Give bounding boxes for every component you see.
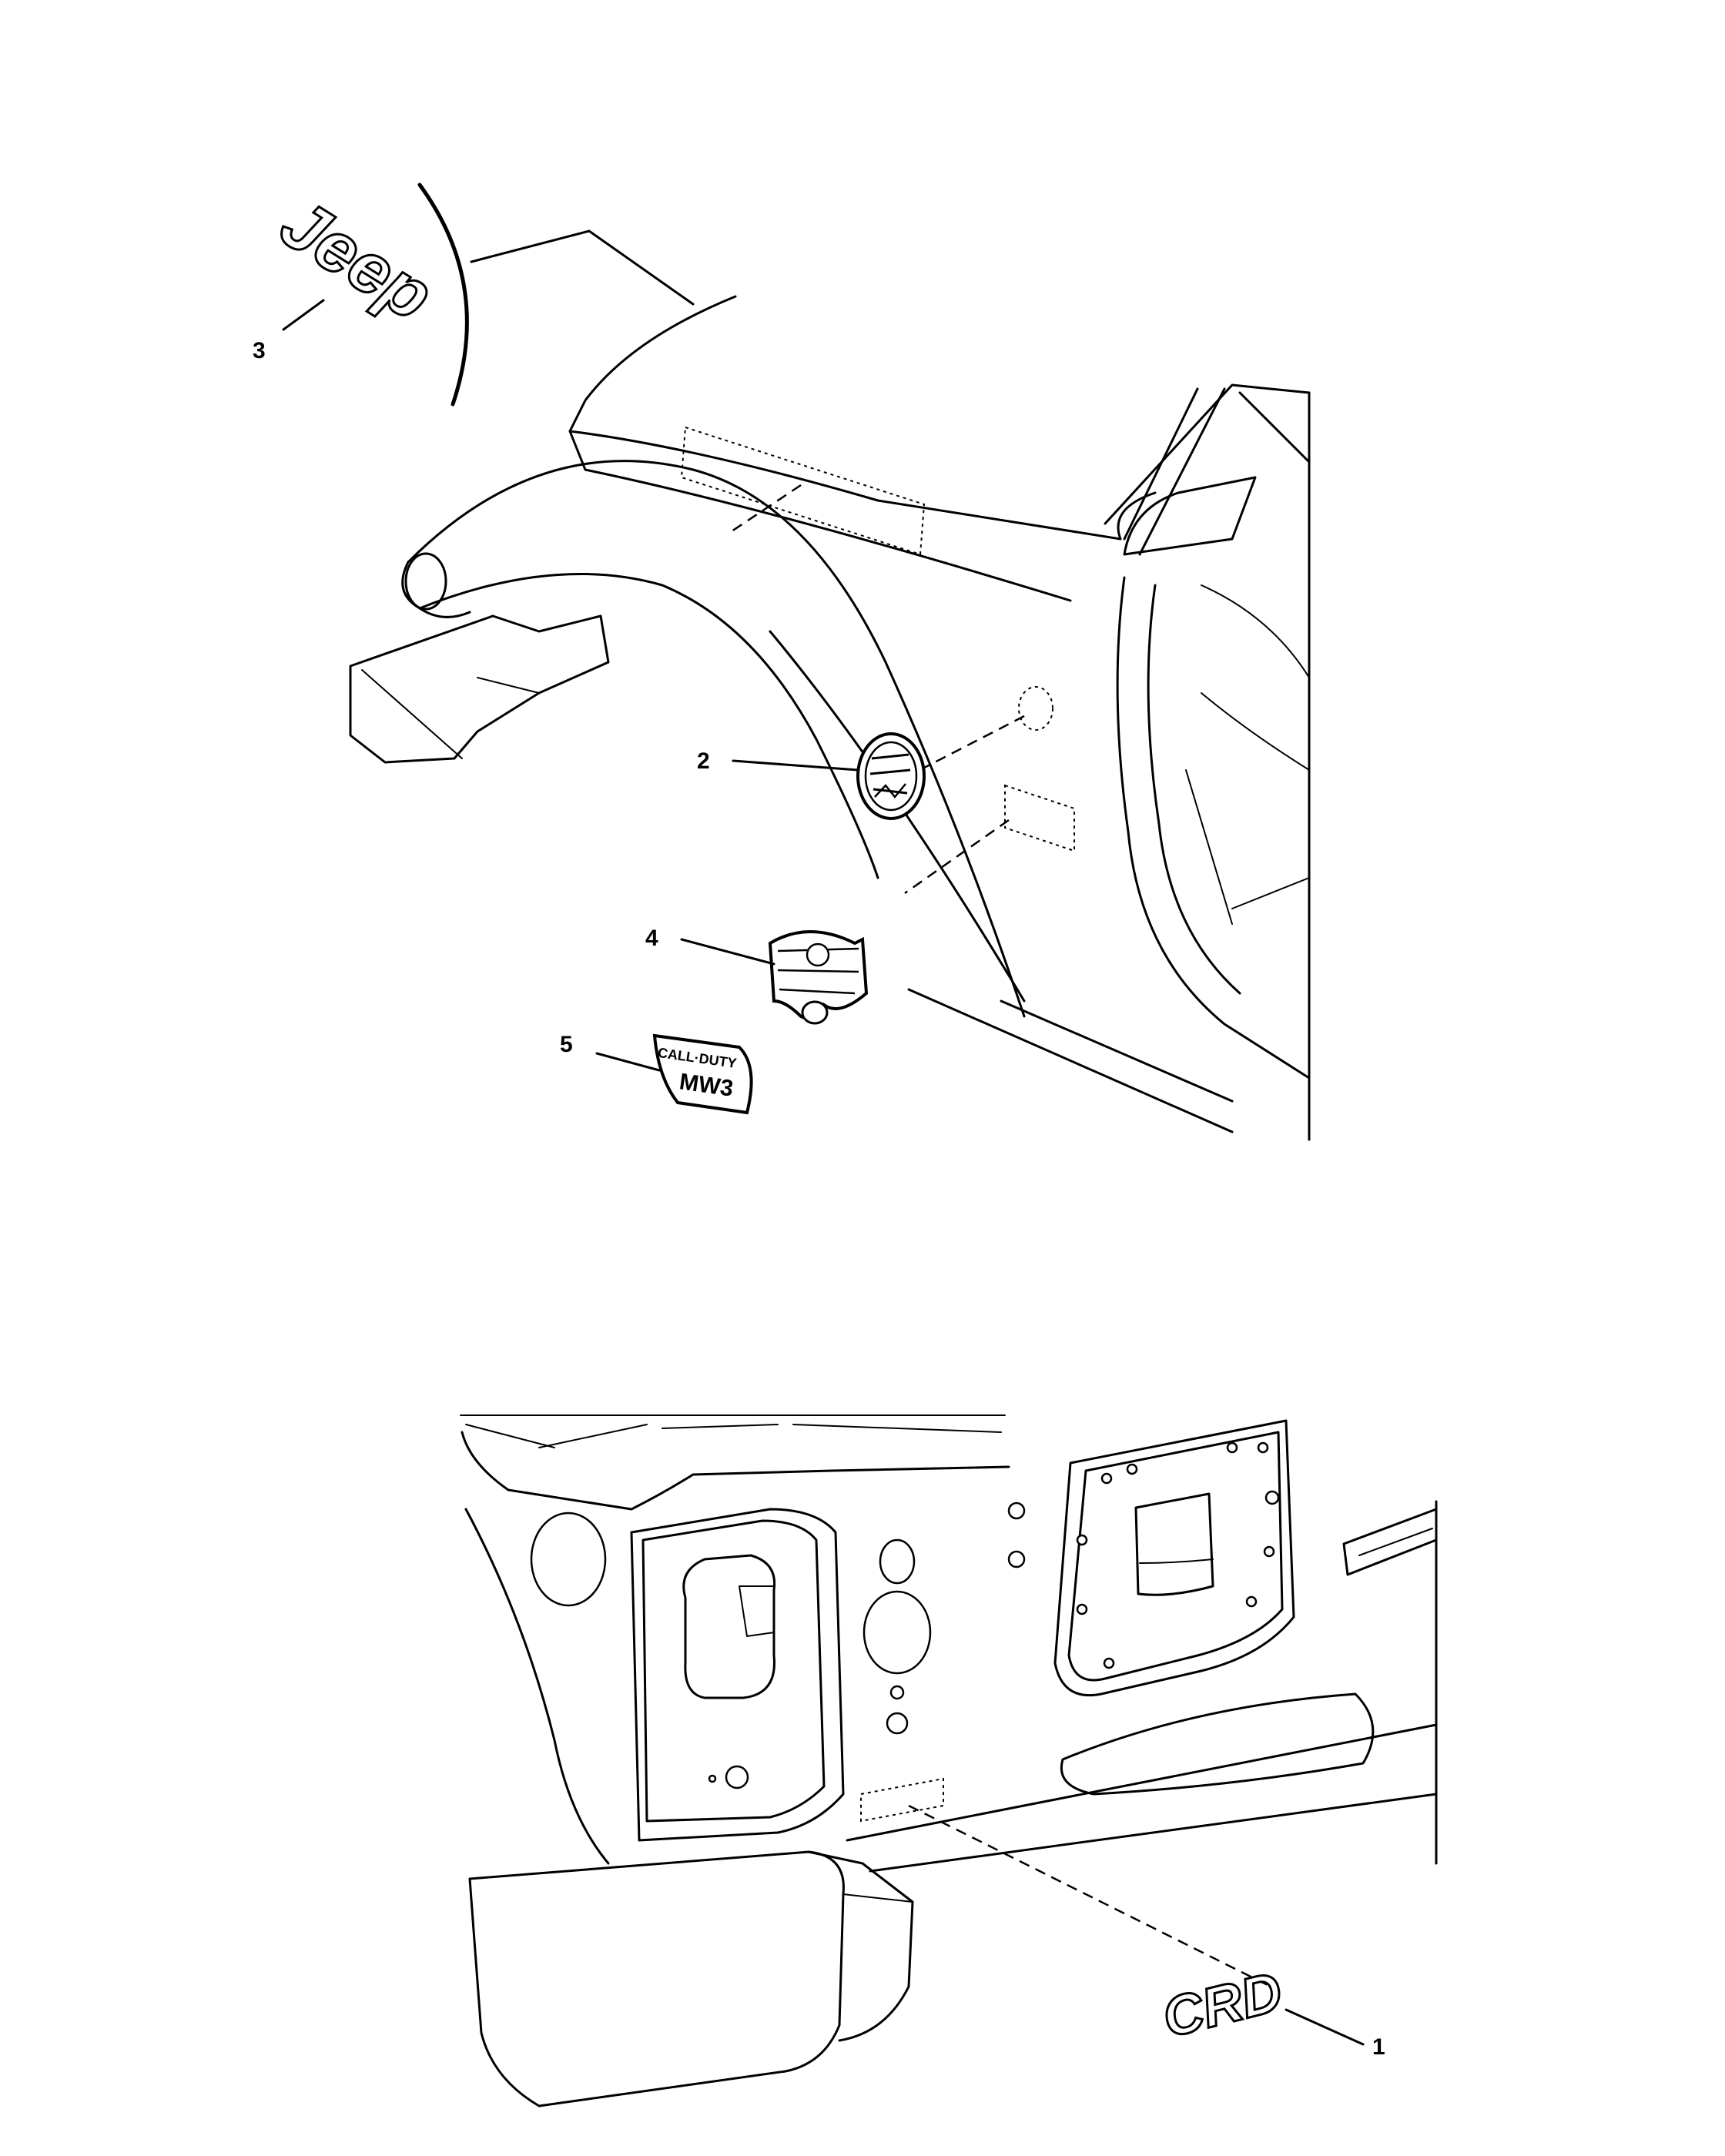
a-pillar-2 [1138,387,1226,556]
tail-light-hole-small [708,1774,717,1783]
tailgate-outline [1053,1419,1295,1697]
spare-mount-plate [1067,1431,1284,1682]
fender-flare-tip [404,552,447,611]
hood-decal-outline [680,426,926,556]
bumper-edge-2 [477,677,540,694]
leader-3 [282,299,325,331]
tail-light-hole [725,1765,749,1789]
emblem-4-dash-leader [904,819,1010,895]
crd-emblem-text: CRD [1157,1960,1288,2049]
emblem-jeep: Jeep [266,182,447,337]
rear-panel-hole-3 [889,1685,905,1700]
a-pillar [1123,387,1199,541]
front-bumper-block [349,614,610,764]
hood-edge [568,430,1072,602]
emblem-2-mount [1018,686,1053,731]
license-recess-edge [1139,1558,1214,1564]
tail-light-inner [641,1519,826,1823]
hood-outline [568,295,1157,541]
tail-light-lens [682,1554,776,1699]
emblem-badge [768,930,869,1025]
jeep-emblem-text: Jeep [267,183,446,336]
rear-panel-hole-5 [1007,1502,1026,1520]
hinge-line [1358,1528,1433,1556]
interior-bar [1185,769,1233,925]
fender-flare-inner [418,572,879,879]
leader-5 [595,1052,661,1072]
bumper-mid-edge [869,1793,1438,1873]
leader-1 [1285,2008,1365,2046]
rear-bumper-cap [468,1850,845,2107]
rear-panel-hole-1 [879,1538,916,1585]
door-opening-inner [1147,584,1241,995]
body-top-rail [461,1431,1010,1511]
crd-mount-outline [860,1777,944,1823]
callout-3: 3 [253,338,266,363]
body-side-fender [464,1508,610,1865]
emblem-call-of-duty: CALL·DUTY MW3 [652,1033,753,1115]
callout-1: 1 [1372,2034,1385,2060]
callout-4: 4 [645,926,658,951]
tail-light-bracket [739,1585,775,1637]
hood-decal-dash [731,484,802,533]
callout-5: 5 [560,1032,573,1057]
fender-flare-front [401,561,471,618]
emblem-4-mount [1004,784,1075,852]
cowl-top [1104,383,1311,525]
rocker-line-2 [1000,999,1234,1103]
interior-seat [1201,584,1310,678]
crd-dash-leader [908,1804,1271,1988]
hood-arc-bracket [417,182,469,407]
upper-view-front-fender [349,182,1311,1141]
rear-bumper-side [807,1850,914,2042]
license-recess [1134,1492,1214,1596]
tail-light-housing [630,1508,845,1842]
leader-2 [732,759,859,772]
fender-flare-top [407,460,1026,1018]
cowl-box [1123,476,1257,556]
bumper-crease [842,1893,913,1903]
rear-panel-hole-4 [886,1712,909,1735]
emblem-crd: CRD [1156,1960,1290,2051]
lower-view-rear [460,1414,1438,2107]
interior-line [1231,877,1310,909]
leader-4 [680,938,775,966]
interior-floor [1201,692,1310,771]
mount-plate-bolts [1076,1441,1280,1669]
windshield-frame [1238,391,1311,464]
rear-step-pad [1060,1692,1375,1796]
emblem-round [856,732,926,820]
rear-panel-hole-2 [862,1590,932,1675]
door-opening [1116,576,1311,1080]
cargo-floor-lines [465,1424,1002,1448]
rocker-line [907,988,1234,1133]
tailgate-hinge [1342,1508,1438,1576]
rear-panel-hole-6 [1007,1550,1026,1568]
bumper-top-edge [846,1723,1438,1842]
bumper-edge [361,669,463,759]
callout-2: 2 [697,748,710,774]
side-panel-circle [530,1512,607,1607]
hood-leader-line [470,229,695,306]
